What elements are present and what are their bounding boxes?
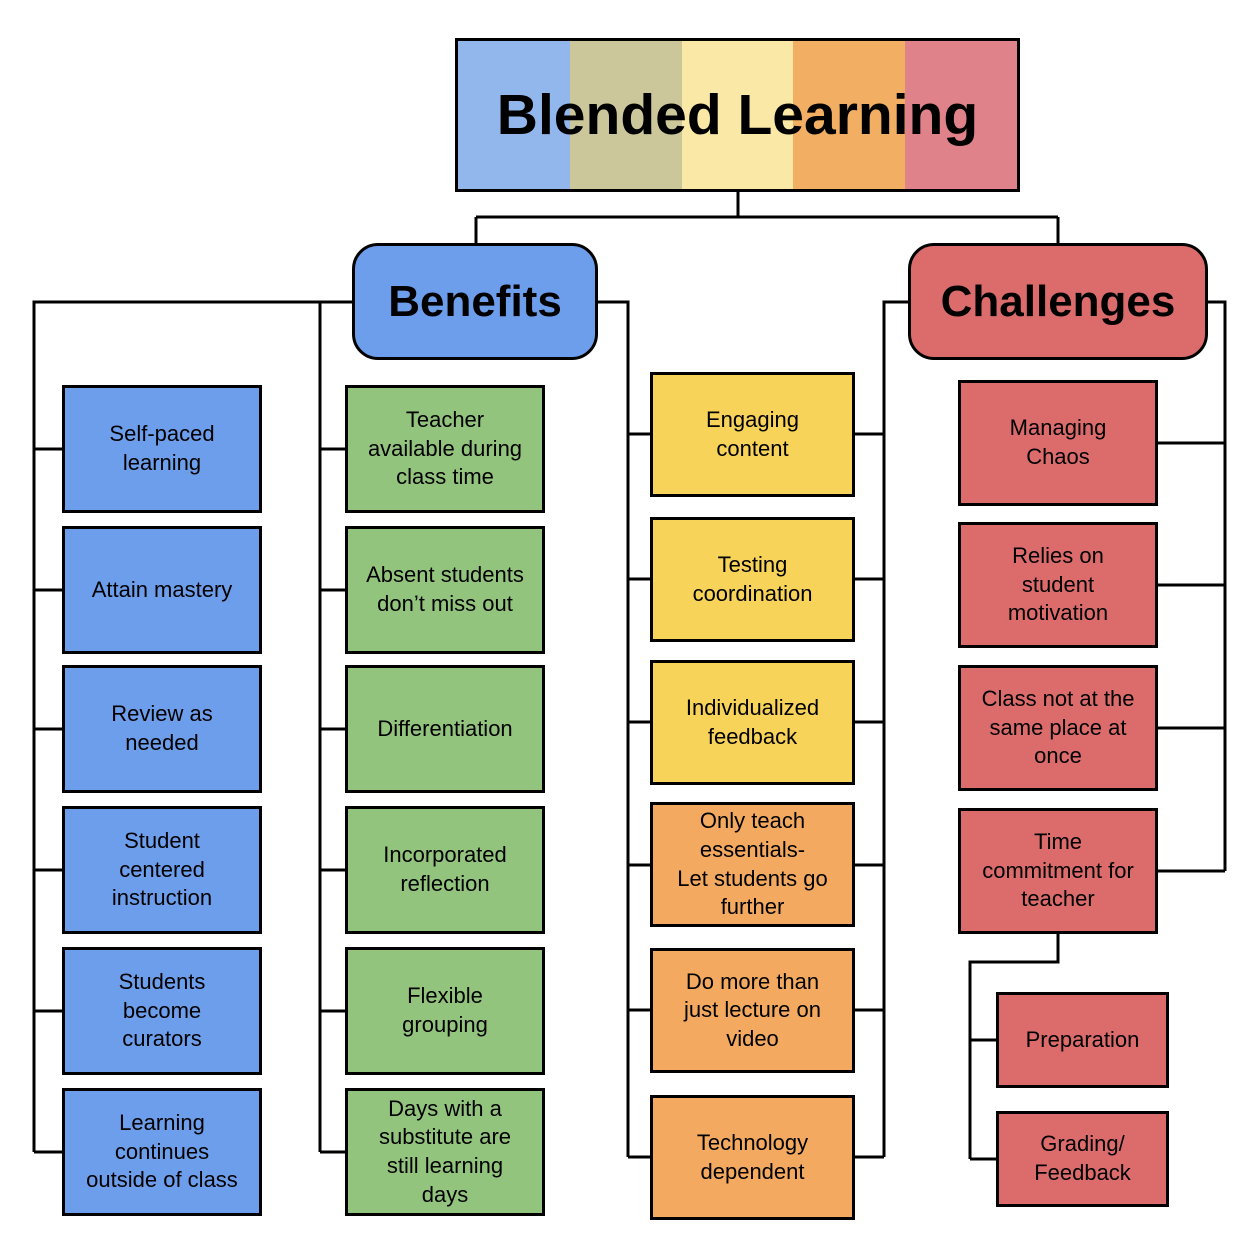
title-stripe-red: [905, 41, 1017, 189]
title-stripe-yellow: [681, 41, 794, 189]
root-title-box: [455, 38, 1020, 192]
title-stripe-blue: [458, 41, 570, 189]
node-managing-chaos: Managing Chaos: [958, 380, 1158, 506]
node-individualized-feedback: Individualized feedback: [650, 660, 855, 785]
node-flexible-grouping: Flexible grouping: [345, 947, 545, 1075]
middle-left-connector: [598, 300, 650, 1159]
node-students-become-curators: Students become curators: [62, 947, 262, 1075]
node-incorporated-reflection: Incorporated reflection: [345, 806, 545, 934]
node-grading-feedback: Grading/ Feedback: [996, 1111, 1169, 1207]
node-differentiation: Differentiation: [345, 665, 545, 793]
branch-benefits: Benefits: [352, 243, 598, 360]
root-connector: [474, 192, 1060, 243]
node-student-centered-instruction: Student centered instruction: [62, 806, 262, 934]
node-class-not-same-place: Class not at the same place at once: [958, 665, 1158, 791]
node-preparation: Preparation: [996, 992, 1169, 1088]
node-learning-continues-outside: Learning continues outside of class: [62, 1088, 262, 1216]
blue-column-connector: [32, 300, 352, 1154]
node-more-than-lecture: Do more than just lecture on video: [650, 948, 855, 1073]
node-only-teach-essentials: Only teach essentials- Let students go f…: [650, 802, 855, 927]
node-testing-coordination: Testing coordination: [650, 517, 855, 642]
node-student-motivation: Relies on student motivation: [958, 522, 1158, 648]
title-stripe-khaki: [569, 41, 682, 189]
red-column-connector: [1158, 300, 1227, 873]
node-absent-students: Absent students don’t miss out: [345, 526, 545, 654]
title-stripe-orange: [793, 41, 906, 189]
node-technology-dependent: Technology dependent: [650, 1095, 855, 1220]
node-attain-mastery: Attain mastery: [62, 526, 262, 654]
node-self-paced-learning: Self-paced learning: [62, 385, 262, 513]
node-teacher-available: Teacher available during class time: [345, 385, 545, 513]
green-column-connector: [318, 302, 345, 1154]
middle-right-connector: [855, 300, 908, 1159]
node-review-as-needed: Review as needed: [62, 665, 262, 793]
sub-column-connector: [968, 934, 1060, 1161]
branch-challenges: Challenges: [908, 243, 1208, 360]
node-engaging-content: Engaging content: [650, 372, 855, 497]
node-substitute-days: Days with a substitute are still learnin…: [345, 1088, 545, 1216]
root-title: Blended Learning: [496, 83, 979, 147]
node-time-commitment: Time commitment for teacher: [958, 808, 1158, 934]
